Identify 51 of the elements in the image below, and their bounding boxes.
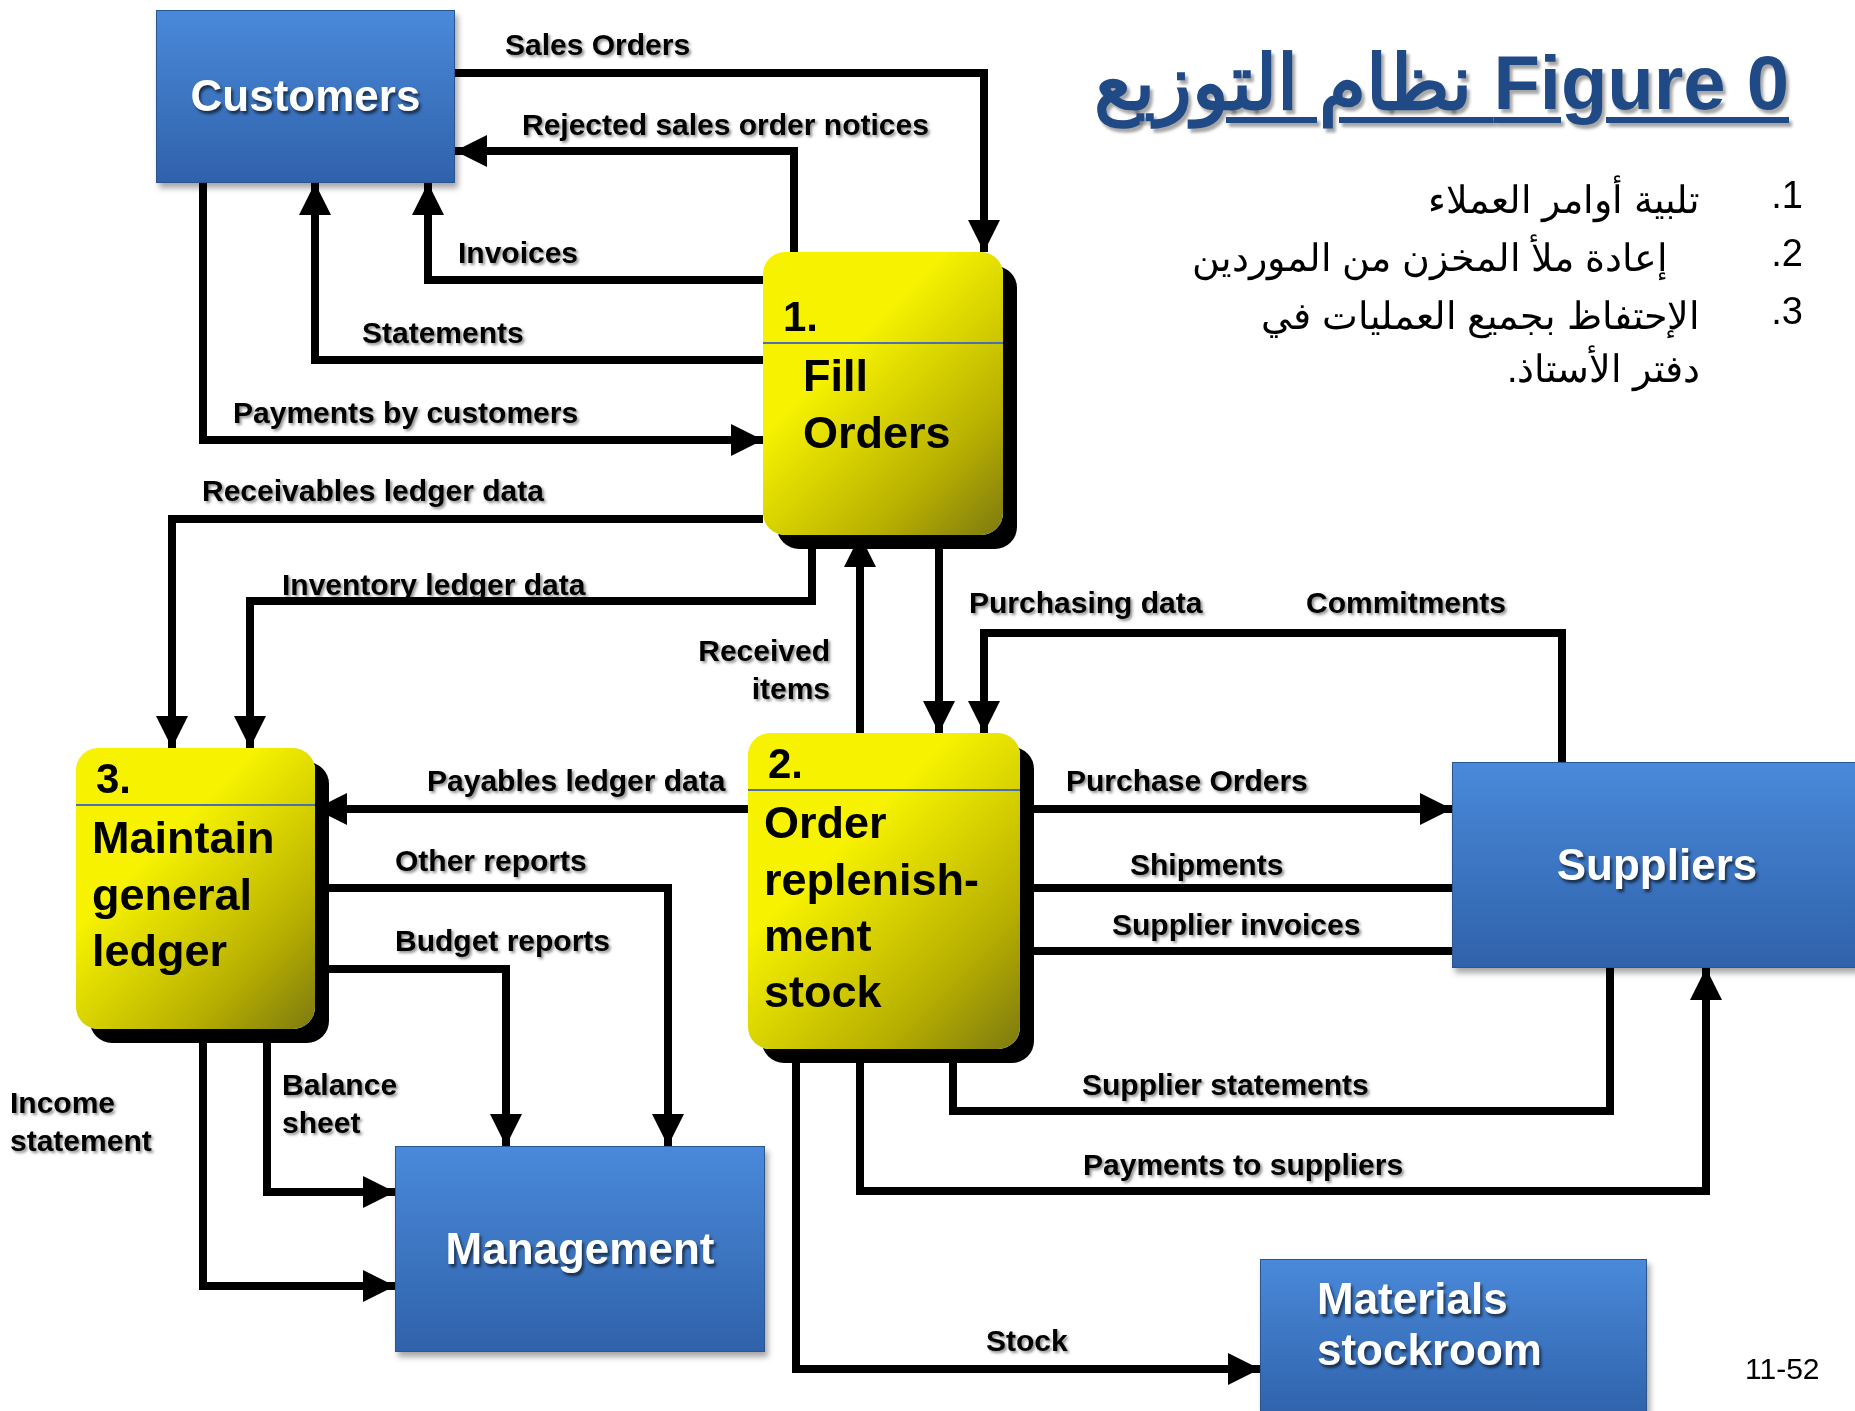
edge-label: Statements: [362, 315, 524, 351]
list-number: 3.: [1771, 290, 1803, 333]
list-item-text: إعادة ملأ المخزن من الموردين: [1191, 232, 1668, 286]
list-number: 1.: [1771, 174, 1803, 217]
flow-arrow: [199, 183, 763, 456]
flow-arrow: [299, 183, 763, 364]
entity-name: Management: [445, 1223, 715, 1275]
external-entity-box: [156, 10, 455, 183]
process-number: 3.: [76, 754, 315, 807]
edge-label: Purchase Orders: [1066, 763, 1308, 799]
edge-label: Receivables ledger data: [202, 473, 544, 509]
edge-label: Stock: [986, 1323, 1068, 1359]
edge-label: Inventory ledger data: [282, 567, 586, 603]
external-entity-box: [1260, 1259, 1647, 1411]
list-number: 2.: [1771, 232, 1803, 275]
edge-label: Shipments: [1130, 847, 1284, 883]
flow-arrow: [455, 69, 1000, 252]
process-name: Fill Orders: [802, 349, 952, 460]
list-item-text: الإحتفاظ بجميع العمليات في دفتر الأستاذ.: [1260, 294, 1700, 394]
flow-arrow: [156, 515, 763, 748]
edge-label: Payments by customers: [233, 395, 579, 431]
edge-label: Purchasing data: [969, 585, 1203, 621]
edge-label: Rejected sales order notices: [522, 107, 929, 143]
flow-arrow: [968, 629, 1566, 762]
process-name: Order replenish-ment stock: [763, 796, 981, 1020]
external-entity-box: [395, 1146, 765, 1352]
edge-label: Income statement: [10, 1085, 153, 1159]
process-number: 2.: [748, 739, 1020, 792]
edge-label: Received items: [697, 633, 830, 707]
edge-label: Commitments: [1306, 585, 1507, 621]
edge-label: Supplier statements: [1082, 1067, 1369, 1103]
edge-label: Payments to suppliers: [1083, 1147, 1404, 1183]
edge-label: Balance sheet: [282, 1067, 399, 1141]
entity-name: Materials stockroom: [1316, 1273, 1543, 1376]
page-number: 11-52: [1745, 1352, 1820, 1386]
entity-name: Customers: [190, 71, 421, 122]
process-number: 1.: [763, 292, 1003, 345]
edge-label: Budget reports: [395, 923, 610, 959]
entity-name: Suppliers: [1556, 839, 1758, 891]
edge-label: Supplier invoices: [1112, 907, 1361, 943]
edge-label: Payables ledger data: [427, 763, 726, 799]
process-name: Maintain general ledger: [91, 811, 276, 978]
external-entity-box: [1452, 762, 1855, 968]
edge-label: Sales Orders: [505, 27, 691, 63]
flow-arrow: [412, 183, 763, 284]
flow-arrow: [856, 968, 1722, 1195]
flow-arrow: [455, 135, 798, 252]
edge-label: Invoices: [458, 235, 579, 271]
edge-label: Other reports: [395, 843, 587, 879]
title: Figure 0 نظام التوزيع: [1094, 38, 1789, 127]
list-item-text: تلبية أوامر العملاء: [1427, 174, 1700, 228]
